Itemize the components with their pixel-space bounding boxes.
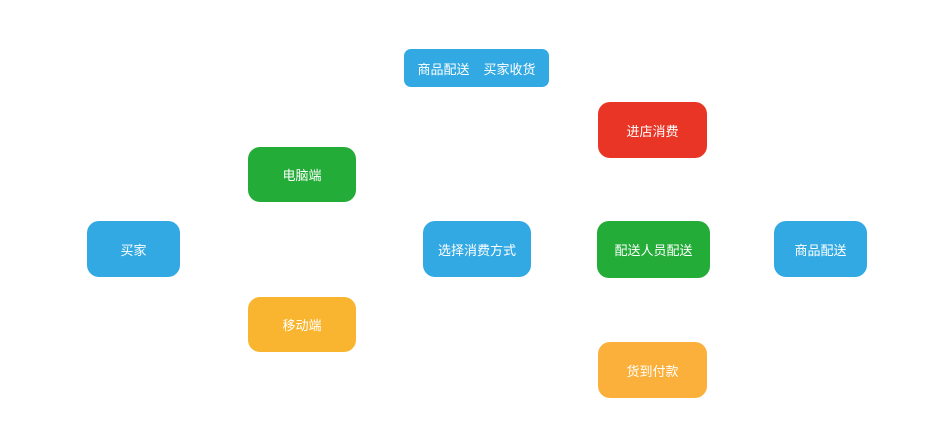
node-courier-delivery-label: 配送人员配送: [614, 244, 693, 259]
node-choose-consumption-label: 选择消费方式: [437, 243, 516, 259]
node-mobile-label: 移动端: [282, 319, 322, 334]
node-goods-delivery-label: 商品配送: [794, 243, 847, 259]
node-cash-on-delivery: 货到付款: [598, 342, 707, 398]
node-pc-label: 电脑端: [282, 169, 322, 184]
node-goods-delivery: 商品配送: [774, 221, 867, 277]
header-label-delivery: 商品配送: [417, 62, 470, 78]
node-buyer-label: 买家: [120, 243, 147, 259]
header-box-delivery-receipt: 商品配送 买家收货: [404, 49, 549, 87]
node-buyer: 买家: [87, 221, 180, 277]
node-courier-delivery: 配送人员配送: [597, 221, 710, 278]
node-in-store: 进店消费: [598, 102, 707, 158]
node-cash-on-delivery-label: 货到付款: [626, 364, 679, 380]
node-mobile: 移动端: [248, 297, 356, 352]
node-pc: 电脑端: [248, 147, 356, 202]
header-label-receipt: 买家收货: [483, 62, 536, 78]
node-in-store-label: 进店消费: [626, 124, 679, 140]
node-choose-consumption: 选择消费方式: [423, 221, 531, 277]
